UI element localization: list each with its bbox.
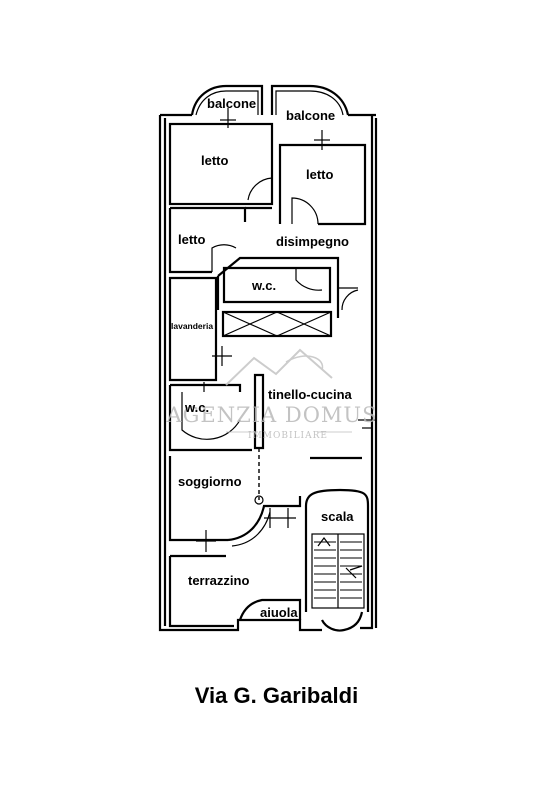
room-letto-2	[278, 143, 367, 226]
watermark-line-2: IMMOBILIARE	[248, 431, 328, 441]
label-balcone-right: balcone	[286, 108, 335, 123]
label-wc-1: w.c.	[251, 278, 276, 293]
label-letto-1: letto	[201, 153, 229, 168]
label-soggiorno: soggiorno	[178, 474, 242, 489]
street-name: Via G. Garibaldi	[194, 683, 359, 708]
watermark-line-1: AGENZIA DOMUS	[165, 403, 377, 427]
label-letto-3: letto	[178, 232, 206, 247]
label-balcone-left: balcone	[207, 96, 256, 111]
balcony-left	[190, 84, 264, 128]
label-lavanderia: lavanderia	[171, 321, 213, 331]
room-soggiorno	[168, 456, 302, 552]
label-terrazzino: terrazzino	[188, 573, 249, 588]
room-labels: balcone balcone letto letto letto disimp…	[171, 96, 354, 620]
room-wc-1	[222, 266, 332, 304]
shaft	[221, 310, 333, 338]
label-wc-2: w.c.	[184, 400, 209, 415]
room-aiuola	[238, 598, 302, 621]
label-scala: scala	[321, 509, 354, 524]
room-scala	[304, 488, 370, 632]
label-tinello-cucina: tinello-cucina	[268, 387, 353, 402]
room-letto-3	[168, 206, 272, 274]
room-lavanderia	[168, 276, 232, 382]
sliding-partition	[253, 373, 376, 505]
room-wc-2	[168, 382, 252, 452]
room-letto-1	[168, 122, 274, 206]
stair-treads	[314, 541, 362, 599]
room-terrazzino	[168, 554, 234, 628]
agency-watermark: AGENZIA DOMUS IMMOBILIARE	[165, 348, 377, 441]
label-aiuola: aiuola	[260, 605, 298, 620]
label-letto-2: letto	[306, 167, 334, 182]
label-disimpegno: disimpegno	[276, 234, 349, 249]
balcony-right	[270, 84, 350, 150]
outer-walls	[158, 113, 378, 632]
